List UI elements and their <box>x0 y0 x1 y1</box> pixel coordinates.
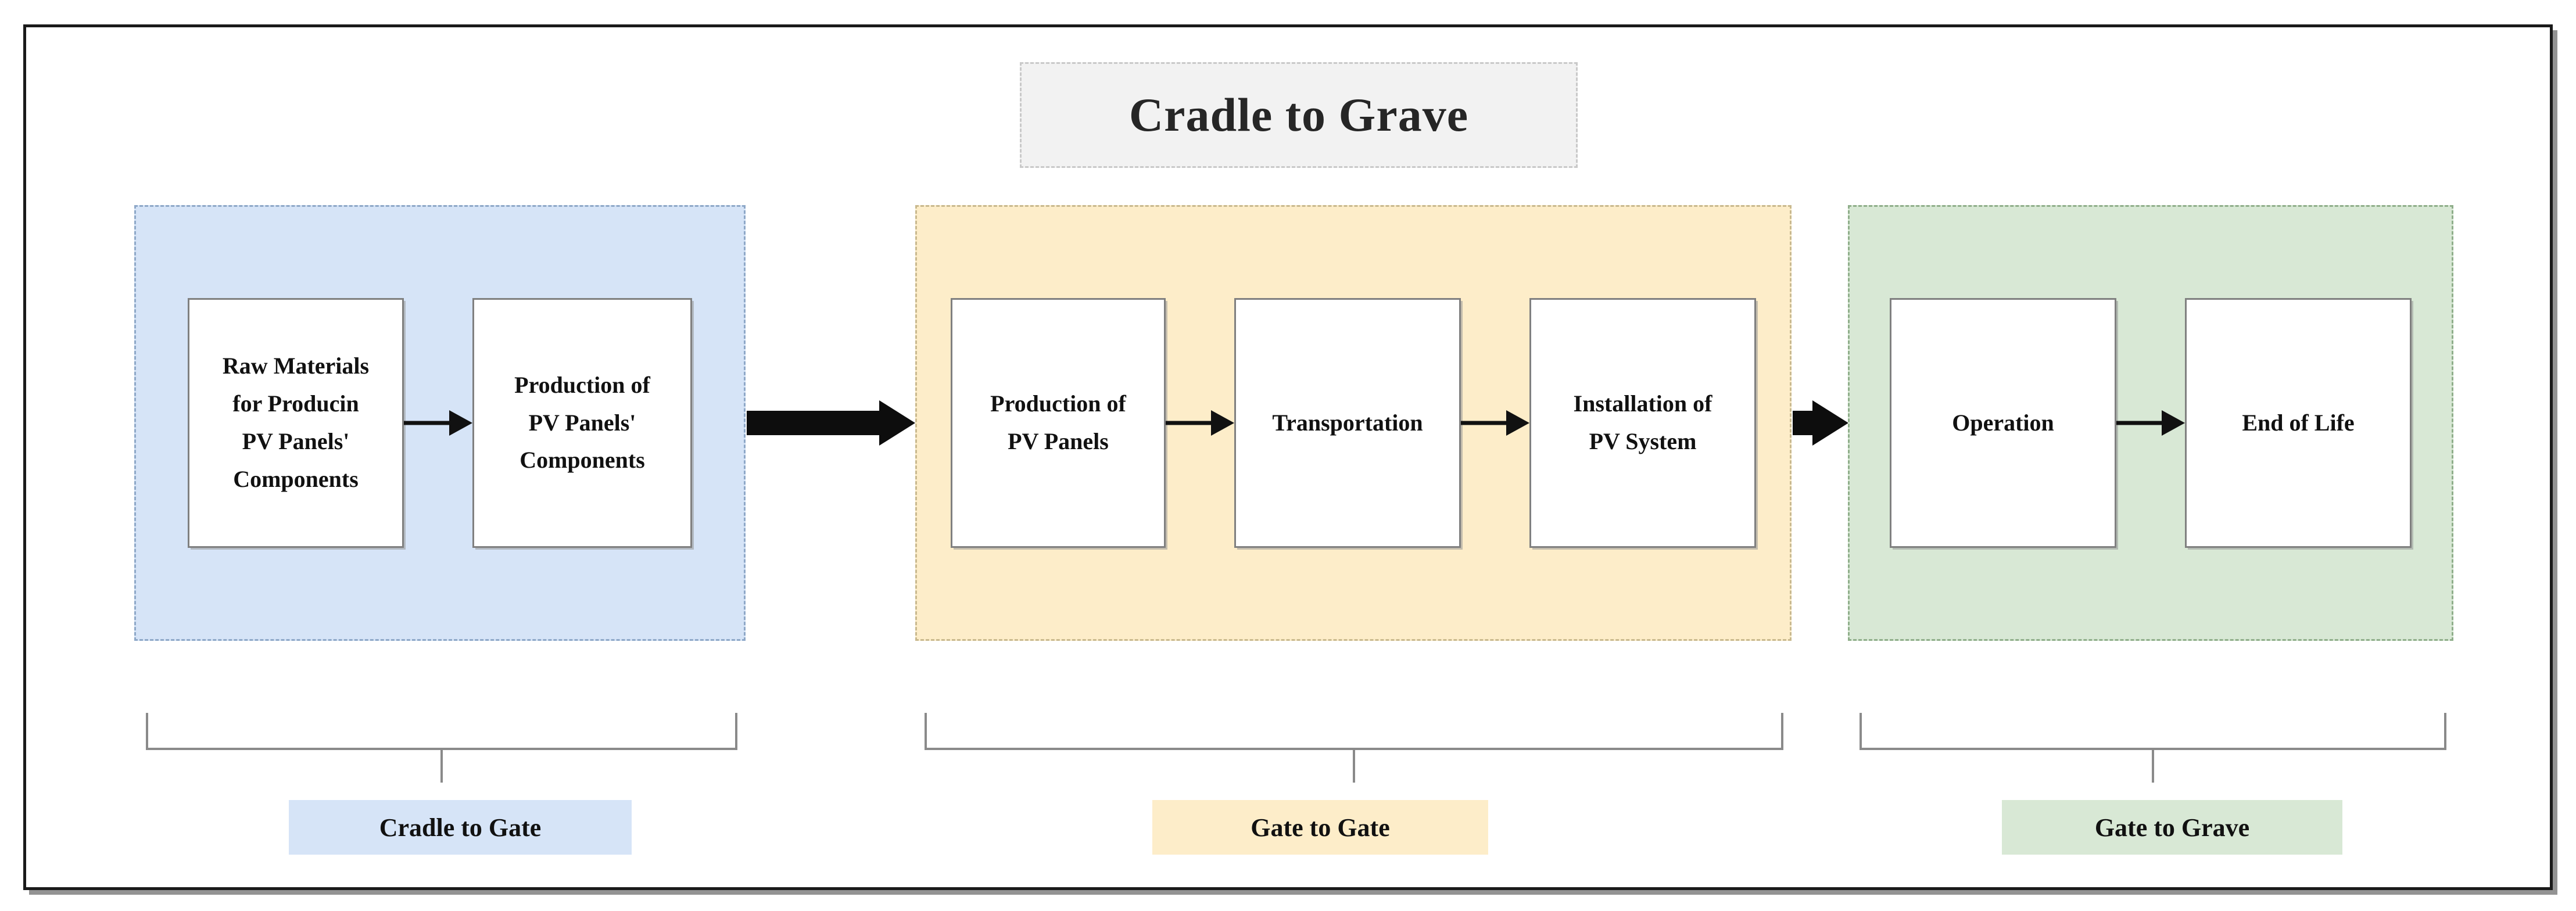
brace-arm-right <box>2444 713 2446 749</box>
process-box-label: Production of PV Panels <box>990 390 1126 454</box>
scope-label-gate-to-grave: Gate to Grave <box>2002 800 2342 855</box>
process-box-label: Operation <box>1952 409 2054 436</box>
arrow-head <box>879 400 915 446</box>
scope-label-text: Gate to Gate <box>1251 813 1390 842</box>
arrow-right-icon <box>2116 410 2185 436</box>
arrow-shaft <box>2116 421 2166 425</box>
connector-arrow-gate-to-grave-icon <box>1793 400 1848 446</box>
arrow-right-icon <box>404 410 472 436</box>
process-box-label: Transportation <box>1272 409 1423 436</box>
arrow-head <box>1812 400 1848 446</box>
arrow-head <box>2162 410 2185 436</box>
stage-cradle-boxes: Raw Materials for Producin PV Panels' Co… <box>188 298 692 548</box>
brace-arm-right <box>1781 713 1783 749</box>
brace-arm-right <box>735 713 737 749</box>
scope-label-text: Cradle to Gate <box>379 813 542 842</box>
process-box-raw-materials[interactable]: Raw Materials for Producin PV Panels' Co… <box>188 298 404 548</box>
connector-arrow-cradle-to-gate-icon <box>747 400 915 446</box>
process-box-transportation[interactable]: Transportation <box>1234 298 1461 548</box>
scope-label-text: Gate to Grave <box>2094 813 2250 842</box>
stage-gate-boxes: Production of PV Panels Transportation I… <box>951 298 1756 548</box>
arrow-shaft <box>1461 421 1511 425</box>
arrow-head <box>1211 410 1234 436</box>
brace-arm-left <box>1860 713 1862 749</box>
brace-gate-to-gate <box>925 713 1783 783</box>
arrow-head <box>449 410 472 436</box>
diagram-frame: Cradle to Grave Raw Materials for Produc… <box>23 24 2553 890</box>
arrow-shaft <box>1166 421 1216 425</box>
brace-stem <box>440 749 443 783</box>
arrow-head <box>1506 410 1529 436</box>
process-box-label: Raw Materials for Producin PV Panels' Co… <box>222 353 370 492</box>
page-title: Cradle to Grave <box>1020 62 1578 168</box>
arrow-right-icon <box>1461 410 1529 436</box>
arrow-shaft <box>1793 411 1812 435</box>
arrow-shaft <box>404 421 454 425</box>
page-title-text: Cradle to Grave <box>1128 88 1469 141</box>
stage-grave-boxes: Operation End of Life <box>1890 298 2412 548</box>
process-box-end-of-life[interactable]: End of Life <box>2185 298 2412 548</box>
brace-arm-left <box>146 713 148 749</box>
brace-cradle-to-gate <box>146 713 737 783</box>
stage-cradle: Raw Materials for Producin PV Panels' Co… <box>134 205 746 641</box>
scope-label-gate-to-gate: Gate to Gate <box>1152 800 1488 855</box>
stage-gate: Production of PV Panels Transportation I… <box>915 205 1792 641</box>
process-box-installation-pv-system[interactable]: Installation of PV System <box>1529 298 1756 548</box>
brace-arm-left <box>925 713 927 749</box>
brace-gate-to-grave <box>1860 713 2446 783</box>
arrow-right-icon <box>1166 410 1234 436</box>
process-box-label: Production of PV Panels' Components <box>514 371 650 474</box>
process-box-production-components[interactable]: Production of PV Panels' Components <box>472 298 692 548</box>
process-box-label: End of Life <box>2242 409 2355 436</box>
scope-label-cradle-to-gate: Cradle to Gate <box>289 800 632 855</box>
brace-stem <box>1353 749 1355 783</box>
stage-grave: Operation End of Life <box>1848 205 2453 641</box>
arrow-shaft <box>747 411 879 435</box>
process-box-operation[interactable]: Operation <box>1890 298 2116 548</box>
process-box-production-pv-panels[interactable]: Production of PV Panels <box>951 298 1166 548</box>
brace-stem <box>2152 749 2154 783</box>
process-box-label: Installation of PV System <box>1573 390 1712 454</box>
